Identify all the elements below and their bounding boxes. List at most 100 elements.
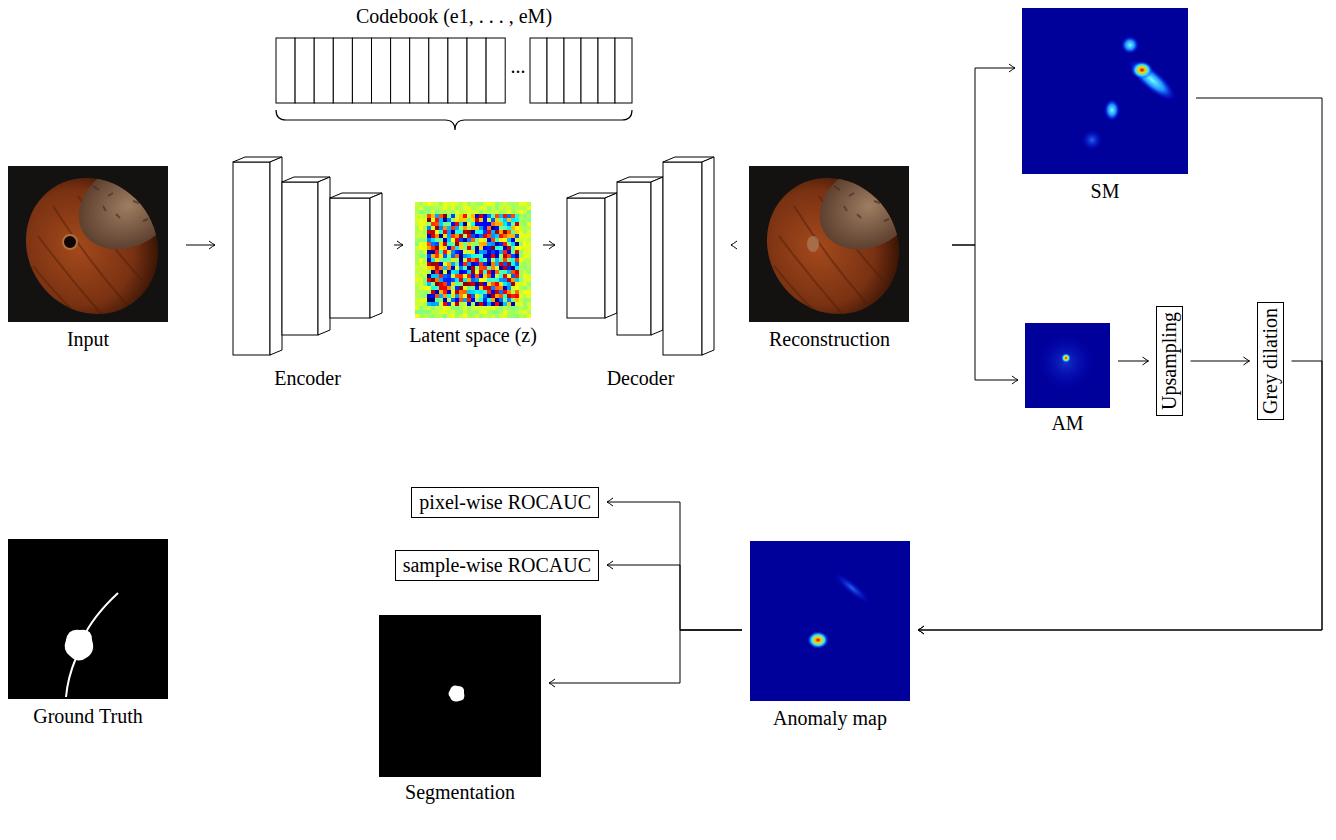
latent-code	[491, 250, 495, 254]
latent-code	[467, 234, 471, 238]
latent-code	[415, 286, 419, 290]
latent-code	[435, 274, 439, 278]
latent-code	[435, 246, 439, 250]
latent-code	[467, 286, 471, 290]
latent-code	[447, 202, 451, 206]
latent-code	[455, 266, 459, 270]
latent-code	[491, 214, 495, 218]
latent-code	[495, 234, 499, 238]
latent-code	[495, 206, 499, 210]
latent-code	[447, 294, 451, 298]
latent-code	[431, 262, 435, 266]
latent-code	[435, 238, 439, 242]
latent-code	[423, 218, 427, 222]
latent-code	[455, 230, 459, 234]
latent-code	[487, 266, 491, 270]
latent-code	[487, 210, 491, 214]
latent-code	[511, 246, 515, 250]
latent-code	[479, 230, 483, 234]
latent-code	[491, 310, 495, 314]
latent-code	[451, 306, 455, 310]
latent-code	[523, 222, 527, 226]
latent-code	[427, 262, 431, 266]
latent-code	[483, 206, 487, 210]
latent-code	[475, 230, 479, 234]
latent-code	[423, 270, 427, 274]
latent-code	[439, 222, 443, 226]
latent-code	[463, 234, 467, 238]
latent-code	[451, 242, 455, 246]
latent-code	[443, 310, 447, 314]
codebook-vector	[615, 38, 632, 103]
latent-code	[415, 206, 419, 210]
latent-code	[447, 234, 451, 238]
latent-code	[459, 202, 463, 206]
codebook: Codebook (e1, . . . , eM)	[276, 38, 632, 103]
latent-code	[423, 214, 427, 218]
latent-code	[479, 302, 483, 306]
latent-code	[419, 258, 423, 262]
latent-code	[527, 302, 531, 306]
latent-code	[479, 258, 483, 262]
latent-code	[499, 298, 503, 302]
latent-code	[503, 218, 507, 222]
latent-code	[423, 238, 427, 242]
latent-code	[463, 218, 467, 222]
latent-code	[459, 298, 463, 302]
latent-code	[463, 230, 467, 234]
latent-code	[443, 206, 447, 210]
latent-code	[499, 226, 503, 230]
latent-code	[507, 238, 511, 242]
image-panel: Reconstruction	[749, 166, 910, 322]
latent-code	[483, 242, 487, 246]
latent-code	[491, 262, 495, 266]
latent-code	[463, 222, 467, 226]
latent-code	[527, 282, 531, 286]
latent-code	[415, 238, 419, 242]
box-label: sample-wise ROCAUC	[403, 554, 591, 577]
codebook-vector	[314, 38, 333, 103]
latent-code	[507, 294, 511, 298]
latent-code	[463, 246, 467, 250]
latent-code	[455, 242, 459, 246]
latent-code	[415, 246, 419, 250]
latent-code	[451, 214, 455, 218]
latent-code	[523, 298, 527, 302]
latent-code	[475, 282, 479, 286]
latent-code	[419, 290, 423, 294]
latent-code	[431, 238, 435, 242]
latent-code	[427, 210, 431, 214]
latent-code	[487, 286, 491, 290]
latent-code	[503, 210, 507, 214]
latent-code	[475, 262, 479, 266]
latent-code	[427, 286, 431, 290]
latent-code	[415, 314, 419, 318]
latent-code	[487, 250, 491, 254]
latent-code	[471, 298, 475, 302]
latent-code	[507, 242, 511, 246]
latent-code	[439, 278, 443, 282]
latent-code	[515, 218, 519, 222]
latent-code	[443, 314, 447, 318]
latent-code	[491, 234, 495, 238]
latent-code	[503, 306, 507, 310]
latent-code	[511, 250, 515, 254]
latent-code	[455, 218, 459, 222]
connector-arrow	[607, 565, 742, 630]
latent-code	[427, 234, 431, 238]
latent-code	[443, 202, 447, 206]
latent-code	[511, 294, 515, 298]
latent-code	[443, 274, 447, 278]
latent-code	[511, 286, 515, 290]
box-label: pixel-wise ROCAUC	[419, 491, 591, 514]
latent-code	[459, 246, 463, 250]
latent-code	[479, 246, 483, 250]
latent-code	[439, 218, 443, 222]
latent-code	[471, 242, 475, 246]
latent-code	[527, 234, 531, 238]
latent-code	[451, 258, 455, 262]
latent-code	[439, 234, 443, 238]
latent-code	[451, 278, 455, 282]
